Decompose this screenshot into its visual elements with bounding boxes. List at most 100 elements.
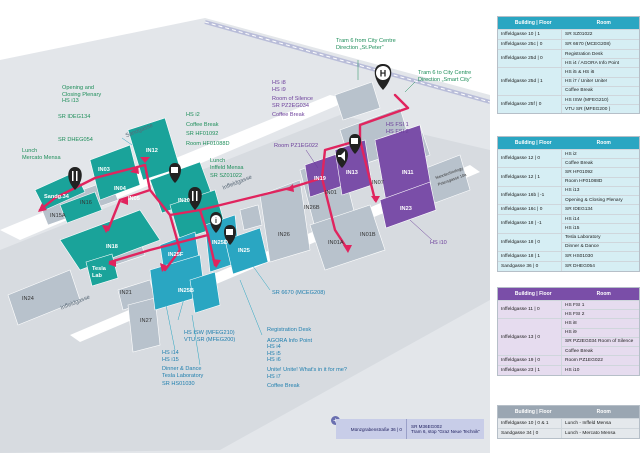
building-floor-cell: Inffeldgasse 12 | 0 xyxy=(498,150,562,168)
purple-leader-lines xyxy=(305,149,433,241)
building-in03[interactable]: IN03 xyxy=(98,167,110,173)
building-in01b[interactable]: IN01B xyxy=(360,232,376,238)
building-in10[interactable]: IN10 xyxy=(178,198,190,204)
campus-map[interactable]: H i Sandgasse Inffeldgasse Inffeldgasse … xyxy=(0,0,490,453)
lunch-fork-knife-icon[interactable] xyxy=(68,167,82,190)
room-entry: SR SZ01022 xyxy=(565,32,593,37)
svg-text:H: H xyxy=(380,69,387,79)
building-in27[interactable]: IN27 xyxy=(140,318,152,324)
room-cell: SR IDEG134 xyxy=(562,205,639,214)
coffee-cup-icon[interactable] xyxy=(224,225,236,245)
room-entry: HS i2 xyxy=(565,151,577,157)
building-in01[interactable]: IN01 xyxy=(325,190,337,196)
room-entry: HS i9 xyxy=(562,327,639,337)
building-in07[interactable]: IN07 xyxy=(372,180,384,186)
leader-lines xyxy=(121,137,271,366)
building-in25d[interactable]: IN25D xyxy=(212,240,228,246)
speaker-icon[interactable] xyxy=(336,148,348,168)
building-in12[interactable]: IN12 xyxy=(146,148,158,154)
building-in13[interactable]: IN13 xyxy=(346,170,358,176)
building-in05[interactable]: IN05 xyxy=(128,196,140,202)
map-drawing: H i xyxy=(0,18,490,453)
header-room: Room xyxy=(596,291,611,297)
building-floor-cell: Inffeldgasse 18 | -1 xyxy=(498,215,562,233)
building-in26b[interactable]: IN26B xyxy=(304,205,320,211)
room-entry: SR PZ2EG034 Room of Silence xyxy=(562,336,639,346)
room-entry: SR HF01092 xyxy=(565,169,593,175)
table-header: Building | Floor Room xyxy=(498,137,639,149)
building-floor-cell: Inffeldgasse 25c | 0 xyxy=(498,40,562,49)
room-entry: VTU SR (MFEG200 ) xyxy=(562,104,639,113)
building-floor-cell: Sandgasse 34 | 0 xyxy=(498,429,562,438)
building-in24[interactable]: IN24 xyxy=(22,296,34,302)
svg-text:i: i xyxy=(215,218,217,225)
building-in21[interactable]: IN21 xyxy=(120,290,132,296)
room-entry: Tesla Laboratory xyxy=(565,235,601,241)
room-cell: HS ISW (MFEG210)VTU SR (MFEG200 ) xyxy=(562,96,639,113)
building-sandg34[interactable]: Sandg.34 xyxy=(44,194,69,200)
header-room: Room xyxy=(596,140,611,146)
room-entry: HS i13 xyxy=(565,188,580,194)
building-in11[interactable]: IN11 xyxy=(402,170,414,176)
room-entry: Dinner & Dance xyxy=(562,241,639,251)
label-hs-i8-i9: HS i8 HS i9 xyxy=(272,80,286,93)
plus-icon: + xyxy=(331,416,340,425)
building-floor-cell: Inffeldgasse 19 | 0 xyxy=(498,356,562,366)
building-in25b[interactable]: IN25B xyxy=(178,288,194,294)
label-lunch-mercato: Lunch Mercato Mensa xyxy=(22,148,61,161)
coffee-cup-icon[interactable] xyxy=(349,134,361,154)
building-floor-cell: Inffeldgasse 18 | 1 xyxy=(498,251,562,261)
coffee-cup-icon[interactable] xyxy=(169,163,181,183)
building-in15a[interactable]: IN15A xyxy=(50,213,66,219)
room-cell: SR HS01030 xyxy=(562,252,639,261)
building-in25f[interactable]: IN25F xyxy=(168,252,184,258)
building-in01a[interactable]: IN01A xyxy=(328,240,344,246)
info-icon[interactable]: i xyxy=(210,212,222,233)
room-entry: Registration Desk xyxy=(565,51,603,57)
room-entry: Opening & Closing Plenary xyxy=(562,194,639,204)
room-entry: HS i10 xyxy=(565,368,580,374)
building-floor-cell: Inffeldgasse 23 | 1 xyxy=(498,366,562,376)
building-in18[interactable]: IN18 xyxy=(106,244,118,250)
building-in16[interactable]: IN16 xyxy=(80,200,92,206)
building-floor-cell: Inffeldgasse 25f | 0 xyxy=(498,95,562,114)
room-entry: HS i14 xyxy=(565,216,580,222)
room-entry: HS FSI 2 xyxy=(562,309,639,318)
building-floor-cell: Inffeldgasse 13 | 0 xyxy=(498,319,562,356)
hotel-marker-icon[interactable]: H xyxy=(374,64,392,90)
building-in19[interactable]: IN19 xyxy=(314,176,326,182)
label-hs-i14-i15: HS i14 HS i15 xyxy=(162,350,179,363)
building-in04[interactable]: IN04 xyxy=(114,186,126,192)
building-in26[interactable]: IN26 xyxy=(278,232,290,238)
label-hs-fsi: HS FSI 1 HS FSI 2 xyxy=(386,122,409,135)
room-entry: Coffee Break xyxy=(562,345,639,355)
room-cell: Lunch - Mercato Mensa xyxy=(562,429,639,438)
header-building-floor: Building | Floor xyxy=(514,409,552,415)
header-building-floor: Building | Floor xyxy=(514,140,552,146)
label-hs-isw: HS ISW (MFEG210) VTU SR (MFEG200) xyxy=(184,330,236,343)
lunch-fork-knife-icon[interactable] xyxy=(188,187,202,210)
building-in25[interactable]: IN25 xyxy=(238,248,250,254)
building-in23[interactable]: IN23 xyxy=(400,206,412,212)
room-entry: SR DHEG054 xyxy=(565,263,595,269)
